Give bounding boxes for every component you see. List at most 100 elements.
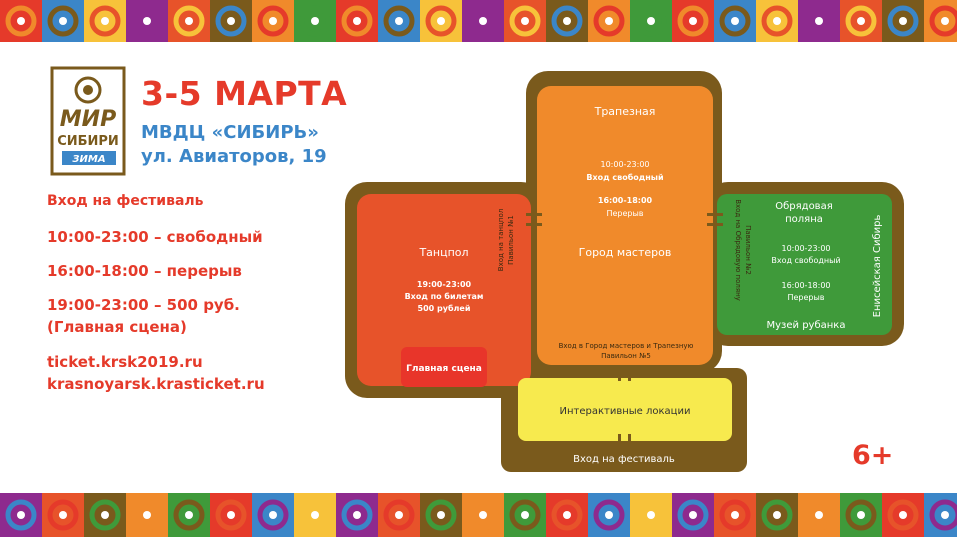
ornament-border-top [0,0,957,42]
ritual-meadow-title-2: поляна [785,214,823,225]
ornament-tile [126,493,168,537]
dance-floor-price: 500 рублей [418,303,471,313]
ornament-tile [168,493,210,537]
dance-floor-time: 19:00-23:00 [417,280,472,289]
ornament-tile [210,493,252,537]
ornament-tile [714,493,756,537]
ornament-tile [798,493,840,537]
ornament-tile [504,493,546,537]
ornament-tile [462,0,504,42]
pavilion2-line1: Вход на Обрядовую поляну [734,199,742,301]
ornament-tile [420,493,462,537]
ornament-tile [546,493,588,537]
ornament-tile [462,493,504,537]
ritual-meadow-zone [717,194,892,335]
ritual-meadow-break: Перерыв [787,293,824,302]
door-marker-left [526,213,542,226]
ornament-tile [378,493,420,537]
ritual-meadow-time: 10:00-23:00 [782,244,831,253]
ritual-meadow-entry: Вход свободный [771,256,840,265]
ornament-tile [210,0,252,42]
ornament-tile [126,0,168,42]
yenisei-siberia-label: Енисейская Сибирь [872,215,883,318]
ornament-tile [252,493,294,537]
food-court-entry: Вход свободный [586,172,663,182]
food-court-time: 10:00-23:00 [601,160,650,169]
ornament-tile [294,0,336,42]
interactive-zone [518,378,732,441]
venue-name: МВДЦ «СИБИРЬ» [141,122,319,143]
ornament-tile [336,493,378,537]
ornament-tile [672,0,714,42]
ornament-tile [882,0,924,42]
ornament-tile [294,493,336,537]
ornament-tile [756,0,798,42]
ornament-tile [420,0,462,42]
ornament-tile [672,493,714,537]
main-stage-label: Главная сцена [406,364,482,374]
ornament-tile [924,0,957,42]
ornament-tile [378,0,420,42]
ornament-tile [336,0,378,42]
age-rating: 6+ [852,440,894,471]
plane-museum-label: Музей рубанка [767,320,846,331]
ritual-meadow-title-1: Обрядовая [775,201,832,212]
festival-entrance-label: Вход на фестиваль [573,454,675,465]
mir-sibiri-logo: МИР СИБИРИ ЗИМА [50,66,126,176]
ornament-tile [168,0,210,42]
door-marker-bottom [618,434,631,448]
pavilion1-line2: Павильон №1 [507,215,515,265]
ornament-tile [756,493,798,537]
food-court-zone [537,86,713,365]
interactive-label: Интерактивные локации [560,406,691,417]
food-court-break: Перерыв [606,209,643,218]
dance-floor-zone [357,194,531,386]
schedule-free: 10:00-23:00 – свободный [47,228,263,246]
ornament-border-bottom [0,493,957,537]
schedule-break: 16:00-18:00 – перерыв [47,262,242,280]
ornament-tile [42,0,84,42]
ornament-tile [924,493,957,537]
ornament-tile [882,493,924,537]
ornament-tile [546,0,588,42]
dance-floor-title: Танцпол [418,246,468,259]
ornament-tile [630,0,672,42]
ornament-tile [630,493,672,537]
ticket-link-2[interactable]: krasnoyarsk.krasticket.ru [47,375,265,393]
craft-entrance-line2: Павильон №5 [601,352,651,360]
ornament-tile [798,0,840,42]
ornament-tile [84,0,126,42]
schedule-main-stage: (Главная сцена) [47,318,187,336]
ornament-tile [588,0,630,42]
venue-address: ул. Авиаторов, 19 [141,146,327,167]
svg-text:ЗИМА: ЗИМА [72,154,105,165]
pavilion1-line1: Вход на танцпол [497,209,505,271]
event-dates: 3-5 МАРТА [141,74,348,113]
door-marker-center [618,367,631,381]
main-stage [401,347,487,387]
ornament-tile [840,493,882,537]
dance-floor-entry: Вход по билетам [405,291,484,301]
ornament-tile [84,493,126,537]
ritual-meadow-break-time: 16:00-18:00 [782,281,831,290]
svg-text:СИБИРИ: СИБИРИ [57,134,119,149]
ornament-tile [0,493,42,537]
craft-entrance-line1: Вход в Город мастеров и Трапезную [559,342,694,350]
entry-title: Вход на фестиваль [47,193,204,209]
schedule-paid: 19:00-23:00 – 500 руб. [47,296,240,314]
ornament-tile [840,0,882,42]
ornament-tile [588,493,630,537]
craft-town-title: Город мастеров [579,246,672,259]
ornament-tile [252,0,294,42]
pavilion2-line2: Павильон №2 [744,225,752,275]
food-court-break-time: 16:00-18:00 [598,196,653,205]
ticket-link-1[interactable]: ticket.krsk2019.ru [47,353,203,371]
food-court-title: Трапезная [594,105,656,118]
ornament-tile [0,0,42,42]
ornament-tile [42,493,84,537]
svg-text:МИР: МИР [60,107,116,132]
door-marker-right [707,213,723,226]
ornament-tile [714,0,756,42]
ornament-tile [504,0,546,42]
